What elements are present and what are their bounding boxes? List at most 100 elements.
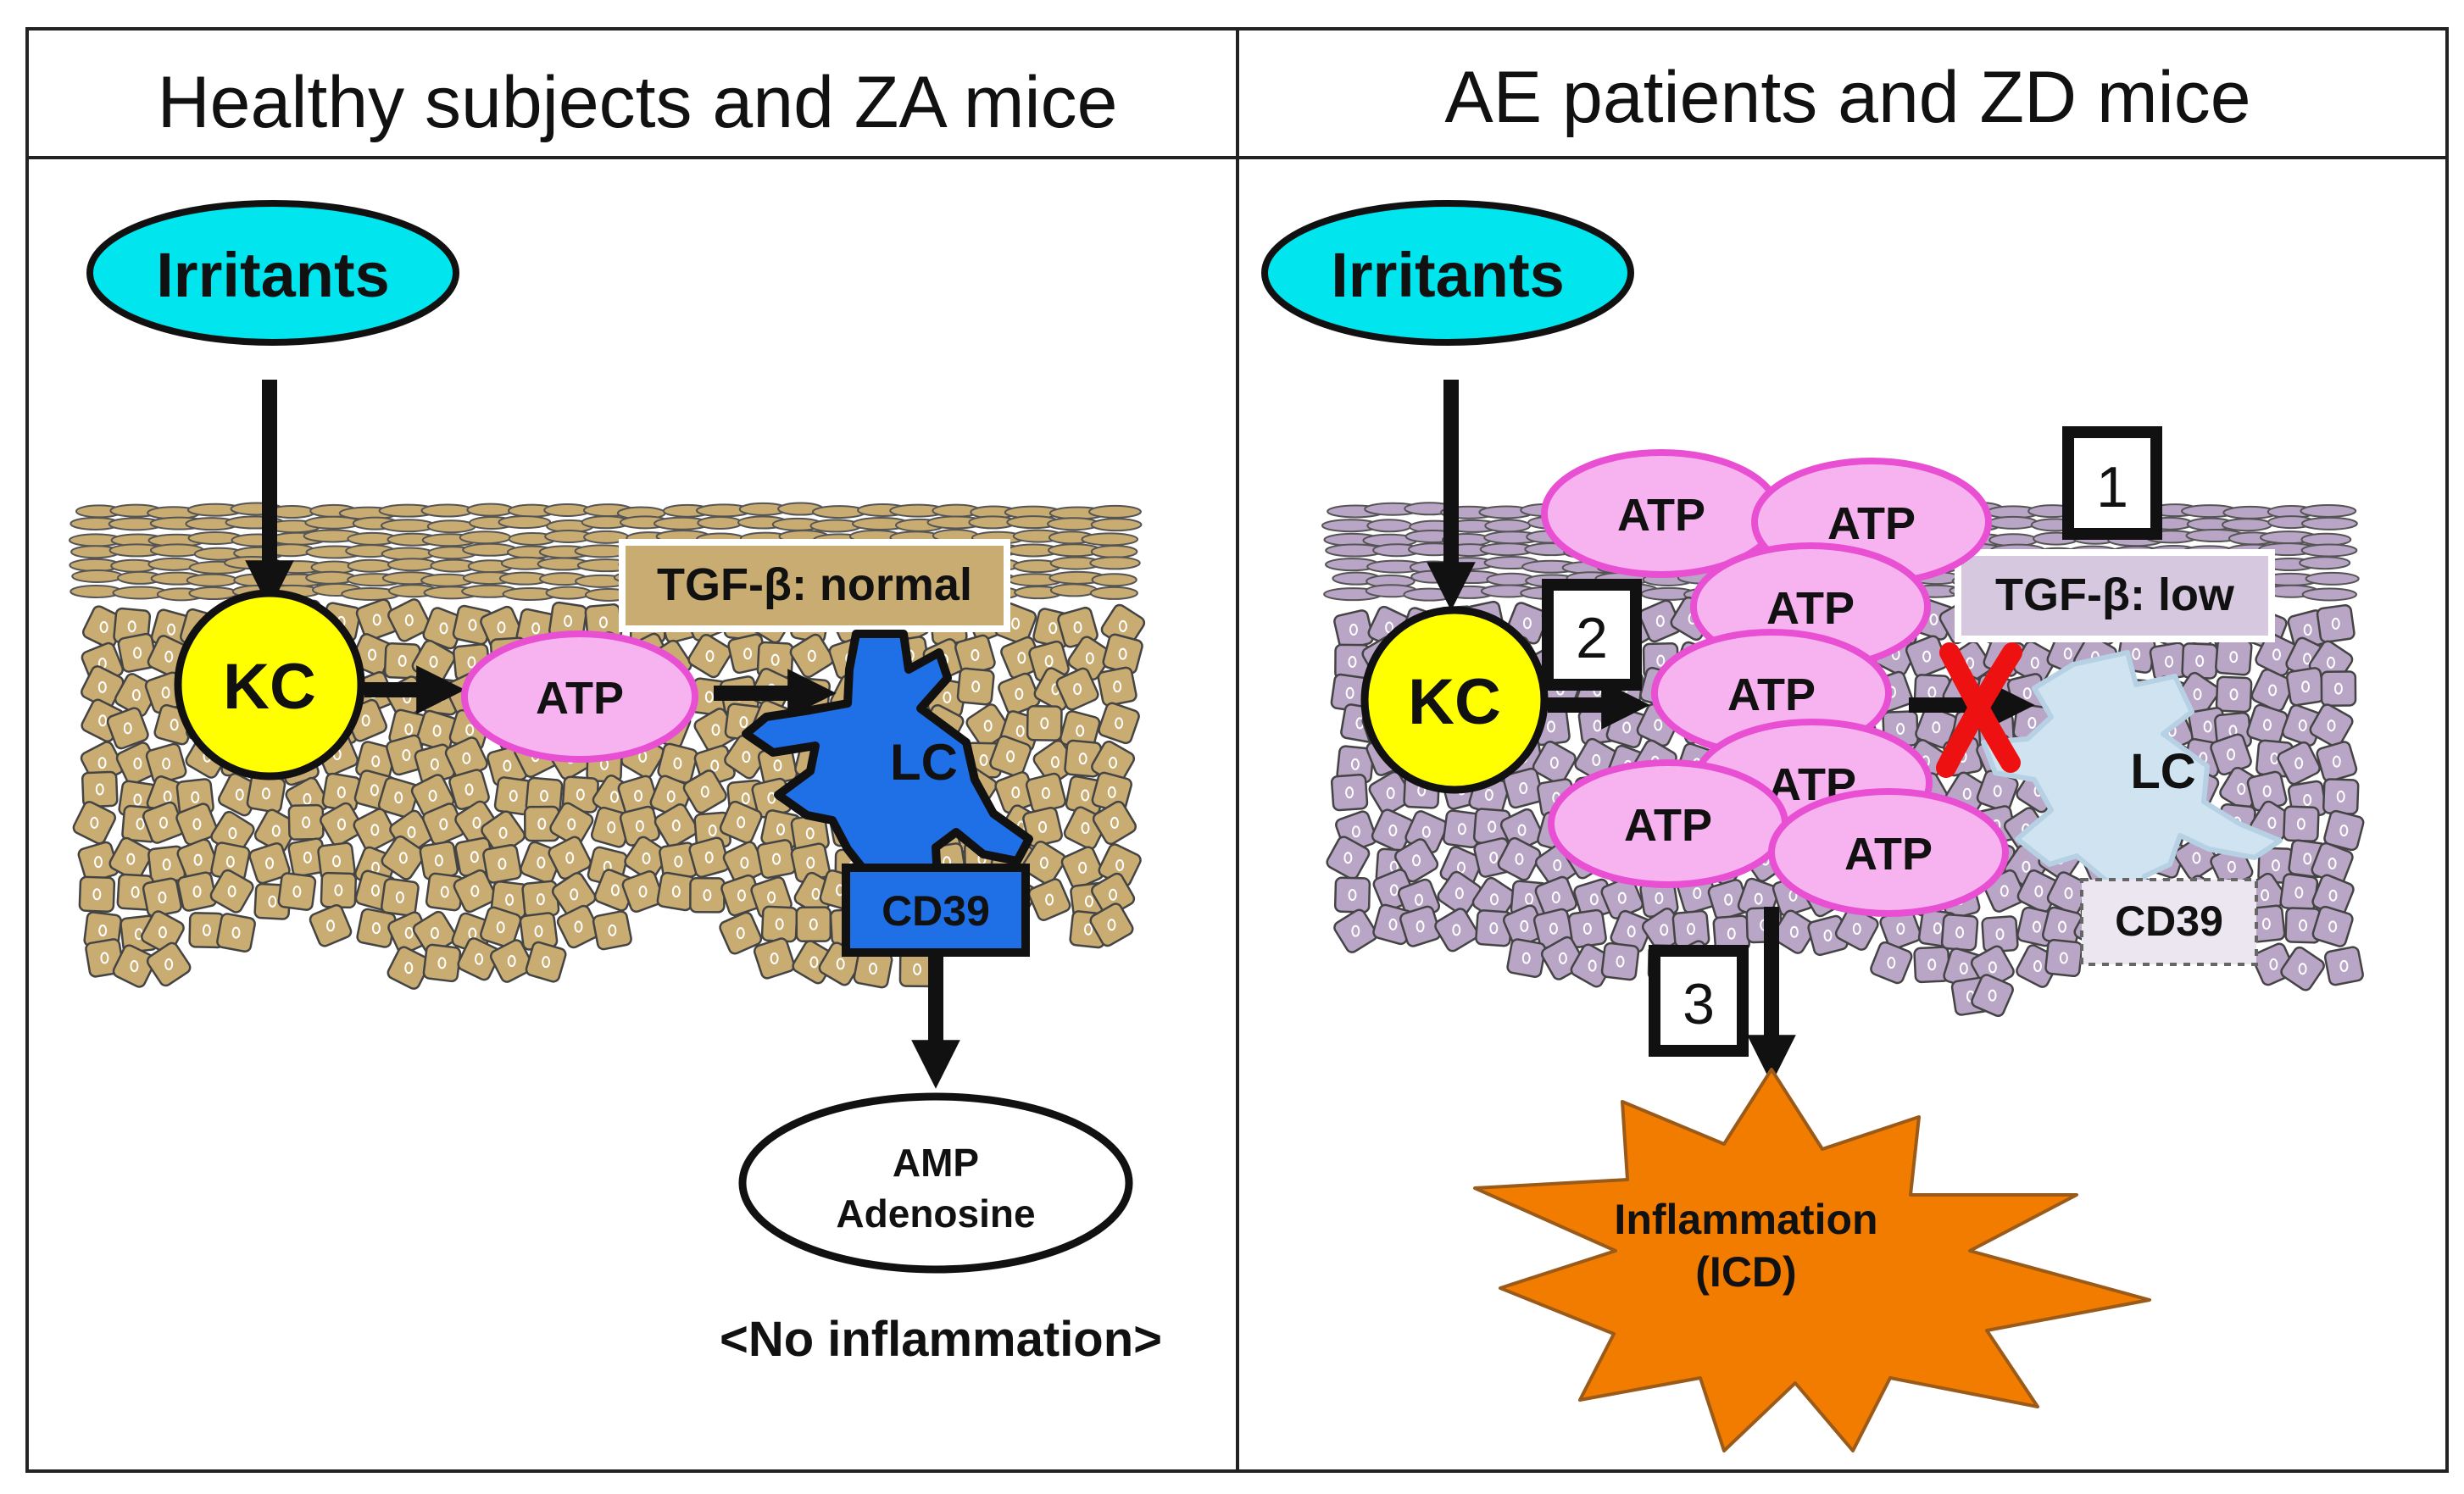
nucleus [700, 786, 709, 798]
keratinocyte [482, 844, 522, 884]
atp-label: ATP [1766, 583, 1855, 634]
nucleus [1588, 959, 1597, 972]
tgf-beta-low-box [1955, 549, 2275, 642]
keratinocyte [795, 906, 832, 942]
nucleus [1549, 757, 1559, 769]
nucleus [462, 752, 471, 764]
nucleus [1693, 886, 1702, 899]
nucleus [1521, 952, 1531, 964]
nucleus [192, 886, 202, 898]
kc-cell [174, 589, 365, 780]
nucleus [1107, 919, 1116, 931]
nucleus [1388, 918, 1398, 930]
nucleus [2192, 852, 2201, 864]
left-panel: Irritants KC ATP TGF-β: normal LC CD39 A… [68, 200, 1162, 1367]
nucleus [1348, 889, 1357, 902]
nucleus [130, 960, 139, 973]
nucleus [2303, 624, 2312, 636]
nucleus [1955, 926, 1965, 939]
nucleus [1078, 753, 1087, 765]
inflammation-label: Inflammation [1614, 1196, 1877, 1243]
left-panel-title: Healthy subjects and ZA mice [158, 62, 1118, 143]
nucleus [133, 647, 142, 659]
nucleus [1993, 785, 2002, 797]
kc-label: KC [223, 651, 316, 723]
nucleus [1389, 884, 1399, 897]
nucleus [1995, 928, 2005, 941]
nucleus [1988, 961, 1997, 974]
nucleus [2034, 885, 2044, 897]
keratinocyte [1600, 941, 1640, 981]
nucleus [537, 856, 546, 869]
nucleus [598, 616, 608, 629]
nucleus [2033, 960, 2042, 973]
nucleus [743, 647, 753, 660]
nucleus [505, 893, 514, 906]
keratinocyte [1027, 878, 1071, 921]
nucleus [2332, 755, 2341, 768]
keratinocyte [521, 880, 560, 919]
keratinocyte [753, 937, 796, 980]
atp-label: ATP [1624, 800, 1712, 851]
nucleus [2294, 757, 2304, 769]
nucleus [1616, 955, 1625, 968]
corneocyte [459, 530, 512, 545]
nucleus [228, 827, 237, 840]
keratinocyte [687, 633, 732, 679]
keratinocyte [1506, 938, 1547, 978]
nucleus [2195, 654, 2205, 667]
nucleus [704, 851, 714, 864]
nucleus [1933, 922, 1942, 935]
nucleus [100, 952, 109, 964]
nucleus [1896, 722, 1905, 735]
nucleus [1109, 756, 1118, 769]
nucleus [1048, 622, 1058, 635]
nucleus [1038, 820, 1048, 833]
nucleus [136, 818, 145, 830]
tgf-beta-normal-box [619, 539, 1010, 632]
corneocyte [1484, 519, 1532, 533]
nucleus [1929, 613, 1938, 625]
corneocyte [466, 503, 515, 517]
nucleus [1454, 887, 1464, 900]
keratinocyte [422, 943, 462, 983]
keratinocyte [2215, 675, 2253, 714]
nucleus [2339, 959, 2349, 972]
nucleus [773, 759, 782, 772]
nucleus [983, 719, 993, 732]
nucleus [202, 924, 211, 936]
keratinocyte [1772, 909, 1816, 954]
corneocyte [1090, 518, 1143, 532]
nucleus [97, 757, 107, 769]
nucleus [608, 924, 617, 936]
nucleus [1655, 614, 1665, 627]
nucleus [1896, 922, 1905, 935]
nucleus [1083, 923, 1093, 936]
nucleus [1558, 952, 1567, 964]
nucleus [1041, 786, 1050, 799]
nucleus [1593, 719, 1602, 732]
nucleus [570, 888, 579, 901]
nucleus [1015, 687, 1024, 700]
corneocyte [2305, 571, 2360, 586]
nucleus [869, 962, 878, 975]
keratinocyte [78, 875, 116, 914]
no-inflammation-label: <No inflammation> [720, 1312, 1162, 1367]
atp-label: ATP [1727, 669, 1816, 720]
atp-label: ATP [536, 673, 624, 724]
nucleus [437, 957, 447, 969]
nucleus [1081, 822, 1090, 835]
corneocyte [304, 515, 362, 530]
corneocyte [2299, 556, 2351, 570]
keratinocyte [353, 808, 398, 853]
nucleus [303, 851, 312, 864]
nucleus [674, 855, 683, 868]
nucleus [1515, 853, 1524, 865]
nucleus [2261, 889, 2270, 902]
nucleus [395, 891, 404, 903]
nucleus [464, 783, 474, 796]
nucleus [98, 714, 108, 727]
keratinocyte [760, 905, 798, 943]
nucleus [666, 790, 676, 803]
